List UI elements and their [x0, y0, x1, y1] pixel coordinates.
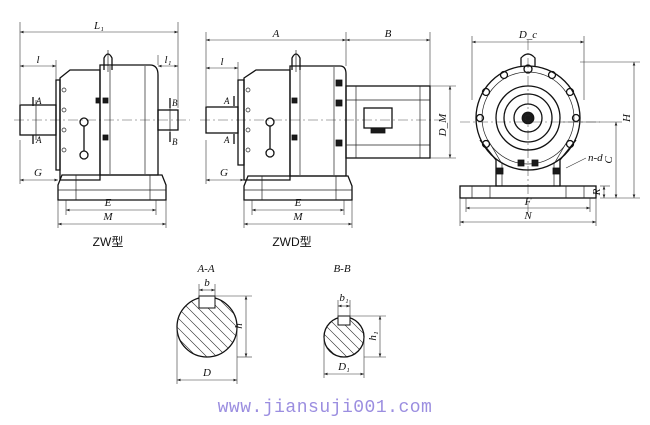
section-mark-a-bottom: A [35, 135, 42, 145]
section-mark-a-top-zwd: A [223, 96, 230, 106]
dim-G-label-zwd: G [220, 167, 228, 179]
dim-Dc-label: D_c [518, 29, 537, 41]
dim-R-label: R [591, 188, 603, 196]
end-view: D_c H C R n-d F N [459, 29, 640, 226]
flange-bolt-holes [475, 64, 581, 149]
section-b-b-title: B-B [333, 263, 350, 275]
dim-C-label: C [603, 156, 615, 164]
dim-M-label-zwd: M [292, 211, 303, 223]
dim-h1-label: h₁ [367, 331, 379, 341]
dim-M-label: M [102, 211, 113, 223]
dim-B-label: B [385, 28, 392, 40]
section-a-a: A-A b h [176, 263, 252, 384]
zwd-side-view: A B l A A D_M G E M ZWD型 [200, 28, 456, 249]
dim-b-label: b [204, 277, 210, 289]
section-mark-a-top: A [35, 96, 42, 106]
dim-E-label: E [104, 197, 112, 209]
dim-nd-label: n-d [588, 152, 603, 164]
dim-l-label: l [36, 54, 39, 66]
dim-F-label: F [524, 196, 532, 208]
dim-N-label: N [523, 210, 532, 222]
watermark: www.jiansuji001.com [217, 398, 433, 418]
dim-L1-label: L₁ [93, 20, 104, 32]
dim-DM-label: D_M [437, 113, 449, 137]
dim-l-label-zwd: l [220, 56, 223, 68]
dim-A-label: A [272, 28, 280, 40]
dim-h-label: h [233, 323, 245, 329]
caption-zw: ZW型 [93, 235, 124, 249]
section-a-a-title: A-A [196, 263, 214, 275]
zw-side-view: L₁ l l₁ A A B B G E M ZW型 [14, 20, 190, 249]
section-mark-a-bottom-zwd: A [223, 135, 230, 145]
dim-E-label-zwd: E [294, 197, 302, 209]
dim-D-label: D [202, 367, 211, 379]
section-mark-b-top: B [172, 98, 178, 108]
dim-l1-label: l₁ [165, 54, 172, 66]
dim-b1-label: b₁ [339, 292, 349, 304]
caption-zwd: ZWD型 [272, 235, 311, 249]
section-mark-b-bottom: B [172, 137, 178, 147]
dim-D1-label: D₁ [337, 361, 350, 373]
section-b-b: B-B b₁ h₁ D₁ [323, 263, 386, 378]
dim-G-label: G [34, 167, 42, 179]
dim-H-label: H [621, 113, 633, 123]
